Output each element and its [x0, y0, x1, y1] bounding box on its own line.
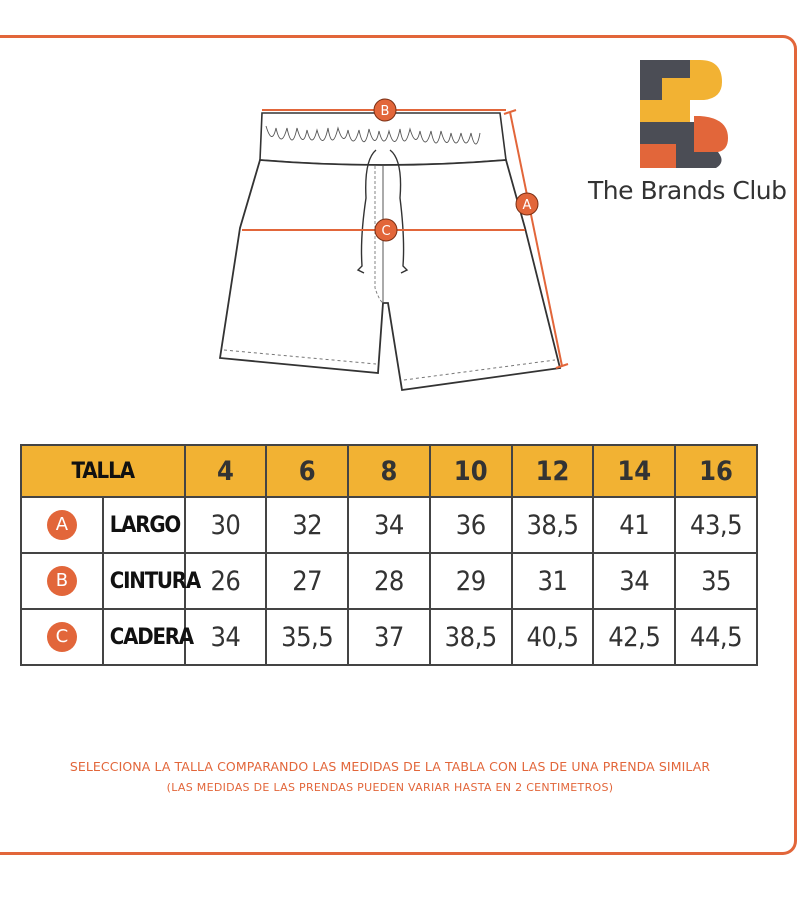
table-cell: 35 — [674, 552, 758, 610]
table-cell: 34 — [183, 608, 268, 666]
table-cell: 26 — [183, 552, 268, 610]
table-row: C CADERA 34 35,5 37 38,5 40,5 42,5 44,5 — [20, 608, 758, 666]
size-table: TALLA 4 6 8 10 12 14 16 A LARGO 30 32 34… — [20, 444, 758, 666]
row-label-cadera: CADERA — [101, 608, 194, 666]
table-cell: 31 — [510, 552, 595, 610]
badge-a: A — [46, 510, 77, 540]
page-frame — [0, 35, 797, 855]
table-cell: 43,5 — [674, 496, 758, 554]
table-cell: 30 — [183, 496, 268, 554]
table-cell: 38,5 — [510, 496, 595, 554]
table-cell: 36 — [428, 496, 513, 554]
row-badge-cell: A — [20, 496, 104, 554]
row-badge-cell: C — [20, 608, 104, 666]
table-row: B CINTURA 26 27 28 29 31 34 35 — [20, 552, 758, 610]
header-size: 12 — [510, 444, 595, 498]
badge-b: B — [46, 566, 77, 596]
header-size: 4 — [183, 444, 268, 498]
measure-b-label: B — [381, 104, 390, 119]
table-header-row: TALLA 4 6 8 10 12 14 16 — [20, 444, 758, 498]
row-badge-cell: B — [20, 552, 104, 610]
table-cell: 42,5 — [592, 608, 677, 666]
brands-club-b-logo-icon — [640, 60, 728, 168]
table-cell: 29 — [428, 552, 513, 610]
selection-note: SELECCIONA LA TALLA COMPARANDO LAS MEDID… — [69, 759, 711, 774]
table-cell: 34 — [592, 552, 677, 610]
shorts-diagram: B C A — [218, 98, 569, 392]
table-row: A LARGO 30 32 34 36 38,5 41 43,5 — [20, 496, 758, 554]
measure-c-label: C — [381, 224, 390, 239]
row-label-largo: LARGO — [101, 496, 186, 554]
measure-a-label: A — [523, 198, 532, 213]
header-size: 16 — [674, 444, 758, 498]
table-cell: 41 — [592, 496, 677, 554]
badge-c: C — [46, 622, 77, 652]
table-cell: 38,5 — [428, 608, 513, 666]
table-cell: 37 — [347, 608, 431, 666]
drawstring-left — [356, 149, 377, 274]
variation-note: (LAS MEDIDAS DE LAS PRENDAS PUEDEN VARIA… — [166, 781, 614, 794]
shorts-body — [218, 159, 562, 392]
header-talla: TALLA — [20, 444, 186, 498]
header-size: 14 — [592, 444, 677, 498]
table-cell: 34 — [347, 496, 431, 554]
table-cell: 27 — [265, 552, 350, 610]
waistband-gather — [265, 125, 481, 145]
header-size: 6 — [265, 444, 350, 498]
table-cell: 35,5 — [265, 608, 350, 666]
table-cell: 40,5 — [510, 608, 595, 666]
brand-name: The Brands Club — [588, 176, 787, 205]
table-cell: 32 — [265, 496, 350, 554]
header-size: 8 — [347, 444, 431, 498]
table-cell: 44,5 — [674, 608, 758, 666]
header-size: 10 — [428, 444, 513, 498]
row-label-cintura: CINTURA — [101, 552, 201, 610]
drawstring-right — [389, 149, 409, 274]
table-cell: 28 — [347, 552, 431, 610]
